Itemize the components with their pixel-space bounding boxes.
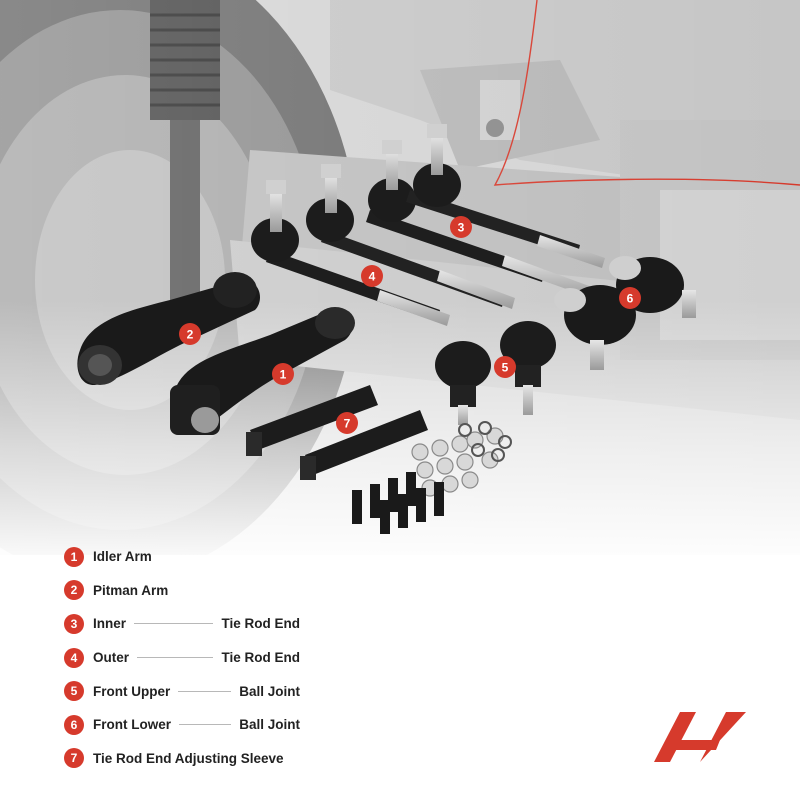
legend-item-outer-tie-rod-end: 4 Outer Tie Rod End xyxy=(64,641,304,675)
a-premium-logo-icon xyxy=(654,712,746,762)
legend-suffix: Tie Rod End xyxy=(221,616,300,632)
legend-label: Inner xyxy=(93,616,127,632)
callout-badge-6: 6 xyxy=(619,287,641,309)
legend-label: Tie Rod End Adjusting Sleeve xyxy=(93,750,284,766)
callout-badge-5: 5 xyxy=(494,356,516,378)
hardware xyxy=(352,421,512,534)
legend-item-idler-arm: 1 Idler Arm xyxy=(64,540,304,574)
svg-text:1: 1 xyxy=(280,368,287,382)
legend-number: 6 xyxy=(64,714,84,735)
legend-label: Idler Arm xyxy=(93,549,152,565)
svg-text:3: 3 xyxy=(458,221,465,235)
legend-label: Front Lower xyxy=(93,717,171,733)
idler-arm xyxy=(170,307,355,435)
callout-badge-4: 4 xyxy=(361,265,383,287)
legend-item-inner-tie-rod-end: 3 Inner Tie Rod End xyxy=(64,607,304,641)
legend-suffix: Ball Joint xyxy=(239,683,300,699)
legend-label: Front Upper xyxy=(93,683,171,699)
callout-badge-2: 2 xyxy=(179,323,201,345)
legend-number: 2 xyxy=(64,580,84,601)
legend-suffix: Ball Joint xyxy=(239,717,300,733)
legend-item-front-lower-ball-joint: 6 Front Lower Ball Joint xyxy=(64,708,304,742)
leader-line xyxy=(134,623,214,625)
legend-item-adjusting-sleeve: 7 Tie Rod End Adjusting Sleeve xyxy=(64,742,304,776)
inner-tie-rod-ends xyxy=(366,124,605,300)
legend-number: 5 xyxy=(64,681,84,702)
svg-text:2: 2 xyxy=(187,328,194,342)
svg-text:7: 7 xyxy=(344,417,351,431)
callout-badge-3: 3 xyxy=(450,216,472,238)
outer-tie-rod-ends xyxy=(251,164,515,326)
leader-line xyxy=(179,724,232,726)
svg-text:4: 4 xyxy=(369,270,376,284)
leader-line xyxy=(178,690,232,692)
pitman-arm xyxy=(77,272,260,386)
leader-line xyxy=(137,657,214,659)
legend-label: Pitman Arm xyxy=(93,582,169,598)
legend-number: 4 xyxy=(64,647,84,668)
legend-item-front-upper-ball-joint: 5 Front Upper Ball Joint xyxy=(64,674,304,708)
svg-text:5: 5 xyxy=(502,361,509,375)
adjusting-sleeves xyxy=(246,385,428,480)
legend-number: 7 xyxy=(64,748,84,769)
svg-text:6: 6 xyxy=(627,292,634,306)
parts-legend: 1 Idler Arm 2 Pitman Arm 3 Inner Tie Rod… xyxy=(64,540,304,775)
legend-number: 1 xyxy=(64,546,84,567)
callout-badge-7: 7 xyxy=(336,412,358,434)
legend-suffix: Tie Rod End xyxy=(221,650,300,666)
legend-item-pitman-arm: 2 Pitman Arm xyxy=(64,574,304,608)
legend-number: 3 xyxy=(64,613,84,634)
callout-badge-1: 1 xyxy=(272,363,294,385)
legend-label: Outer xyxy=(93,650,130,666)
